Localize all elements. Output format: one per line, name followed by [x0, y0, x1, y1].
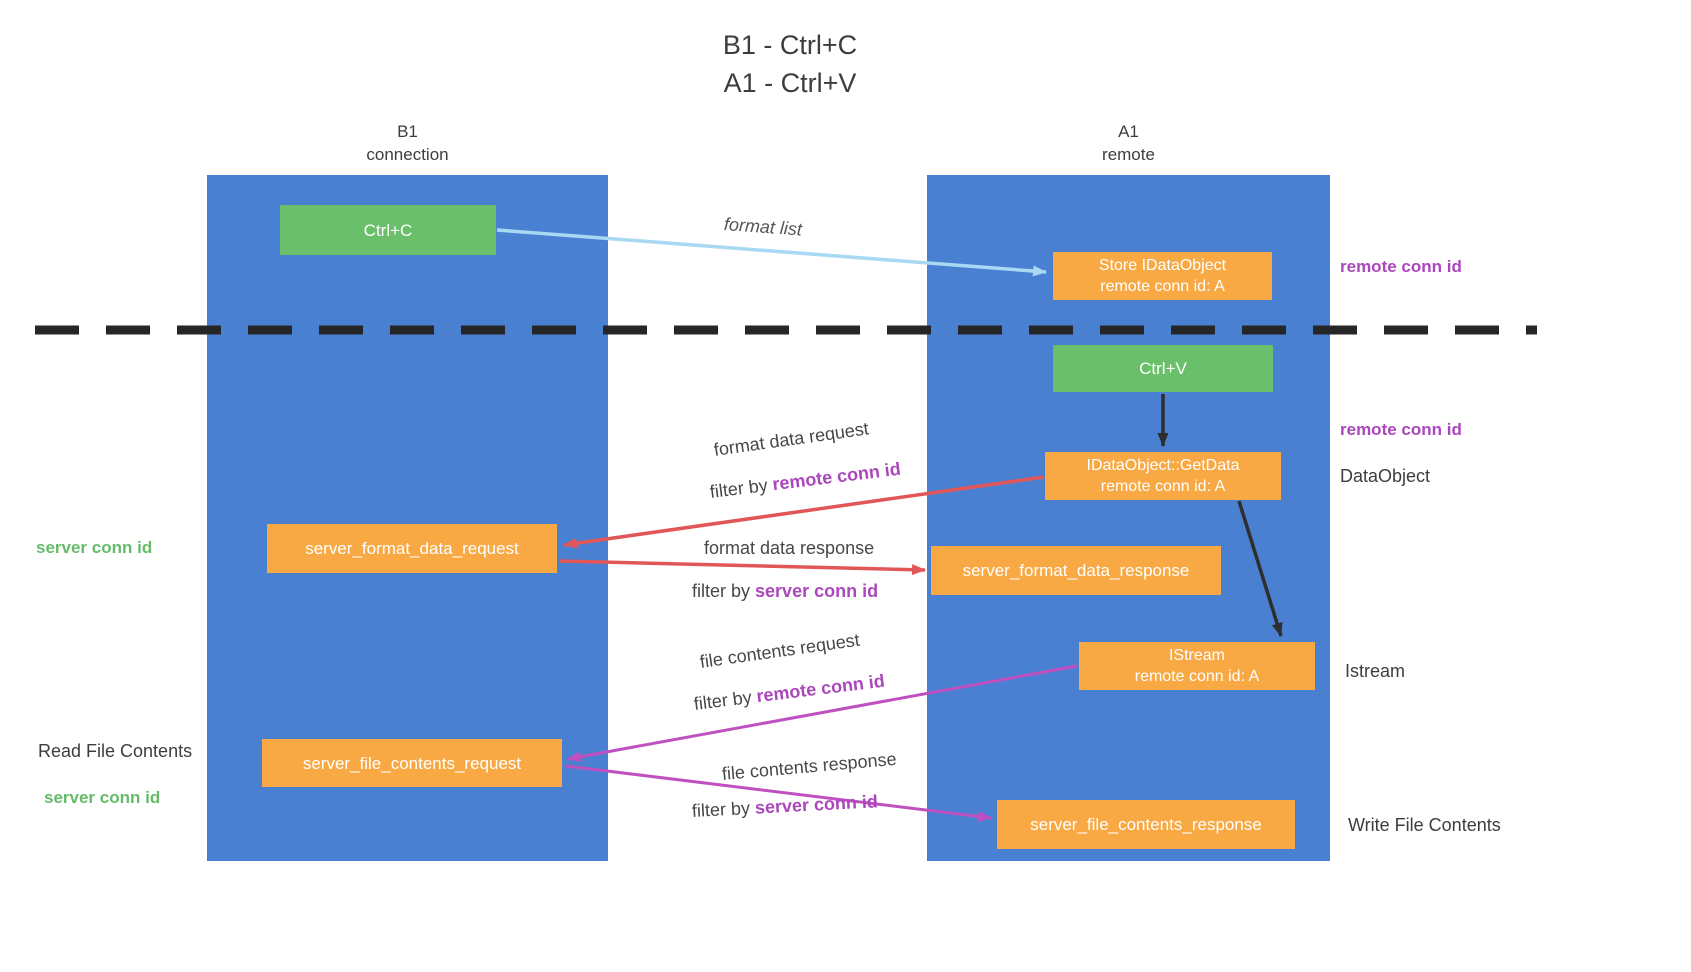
- annotation-istream: Istream: [1345, 661, 1406, 681]
- edge-label-format-list: format list: [723, 214, 803, 240]
- title-line-2: A1 - Ctrl+V: [723, 68, 857, 98]
- node-getdata-line1: IDataObject::GetData: [1086, 457, 1240, 474]
- lane-header-a1: A1 remote: [927, 120, 1330, 166]
- annotation-server-conn-id-file: server conn id: [44, 788, 161, 807]
- node-server-format-data-response: server_format_data_response: [931, 546, 1221, 595]
- node-istream-line1: IStream: [1168, 647, 1225, 664]
- lane-header-b1: B1 connection: [207, 120, 608, 166]
- node-istream-line2: remote conn id: A: [1134, 668, 1260, 685]
- lane-a1-name: A1: [1118, 122, 1139, 141]
- node-store-idataobject-line2: remote conn id: A: [1100, 278, 1225, 295]
- edge-label-file-contents-response: file contents response: [721, 748, 898, 784]
- node-ctrl-c: Ctrl+C: [280, 205, 496, 255]
- node-format-request-label: server_format_data_request: [305, 539, 519, 558]
- diagram-title: B1 - Ctrl+C A1 - Ctrl+V: [0, 26, 1580, 102]
- edge-label-file-contents-request: file contents request: [698, 629, 861, 672]
- annotation-remote-conn-id-mid: remote conn id: [1340, 420, 1462, 439]
- annotation-write-file-contents: Write File Contents: [1348, 815, 1501, 835]
- node-store-idataobject: Store IDataObject remote conn id: A: [1053, 252, 1272, 300]
- lane-b1-name: B1: [397, 122, 418, 141]
- filter-prefix: filter by: [691, 797, 751, 821]
- annotation-remote-conn-id-top: remote conn id: [1340, 257, 1462, 276]
- filter-prefix: filter by: [708, 475, 769, 502]
- node-ctrl-c-label: Ctrl+C: [363, 220, 413, 240]
- arrow-format-data-response: [558, 559, 926, 576]
- lane-b1-subtitle: connection: [366, 145, 449, 164]
- node-server-file-contents-response: server_file_contents_response: [997, 800, 1295, 849]
- annotation-server-conn-id-format: server conn id: [36, 538, 153, 557]
- filter-prefix: filter by: [692, 581, 751, 601]
- node-file-response-label: server_file_contents_response: [1030, 815, 1262, 834]
- filter-key-server-conn-id: server conn id: [754, 791, 879, 818]
- filter-prefix: filter by: [692, 687, 753, 714]
- filter-key-remote-conn-id: remote conn id: [755, 670, 886, 707]
- lane-a1-subtitle: remote: [1102, 145, 1155, 164]
- filter-key-remote-conn-id: remote conn id: [771, 458, 902, 495]
- filter-key-server-conn-id: server conn id: [755, 581, 879, 601]
- title-line-1: B1 - Ctrl+C: [722, 30, 858, 60]
- node-idataobject-getdata: IDataObject::GetData remote conn id: A: [1045, 452, 1281, 500]
- edge-label-format-data-request: format data request: [712, 418, 870, 460]
- node-store-idataobject-line1: Store IDataObject: [1098, 257, 1227, 274]
- node-file-request-label: server_file_contents_request: [302, 753, 522, 773]
- node-server-format-data-request: server_format_data_request: [267, 524, 557, 573]
- edge-label-format-data-response: format data response: [704, 538, 875, 558]
- node-ctrl-v: Ctrl+V: [1053, 345, 1273, 392]
- node-ctrl-v-label: Ctrl+V: [1139, 359, 1187, 378]
- node-format-response-label: server_format_data_response: [962, 561, 1190, 580]
- annotation-dataobject: DataObject: [1340, 466, 1431, 486]
- node-istream: IStream remote conn id: A: [1079, 642, 1315, 690]
- node-server-file-contents-request: server_file_contents_request: [262, 739, 562, 787]
- annotation-read-file-contents: Read File Contents: [38, 741, 193, 761]
- node-getdata-line2: remote conn id: A: [1100, 478, 1226, 495]
